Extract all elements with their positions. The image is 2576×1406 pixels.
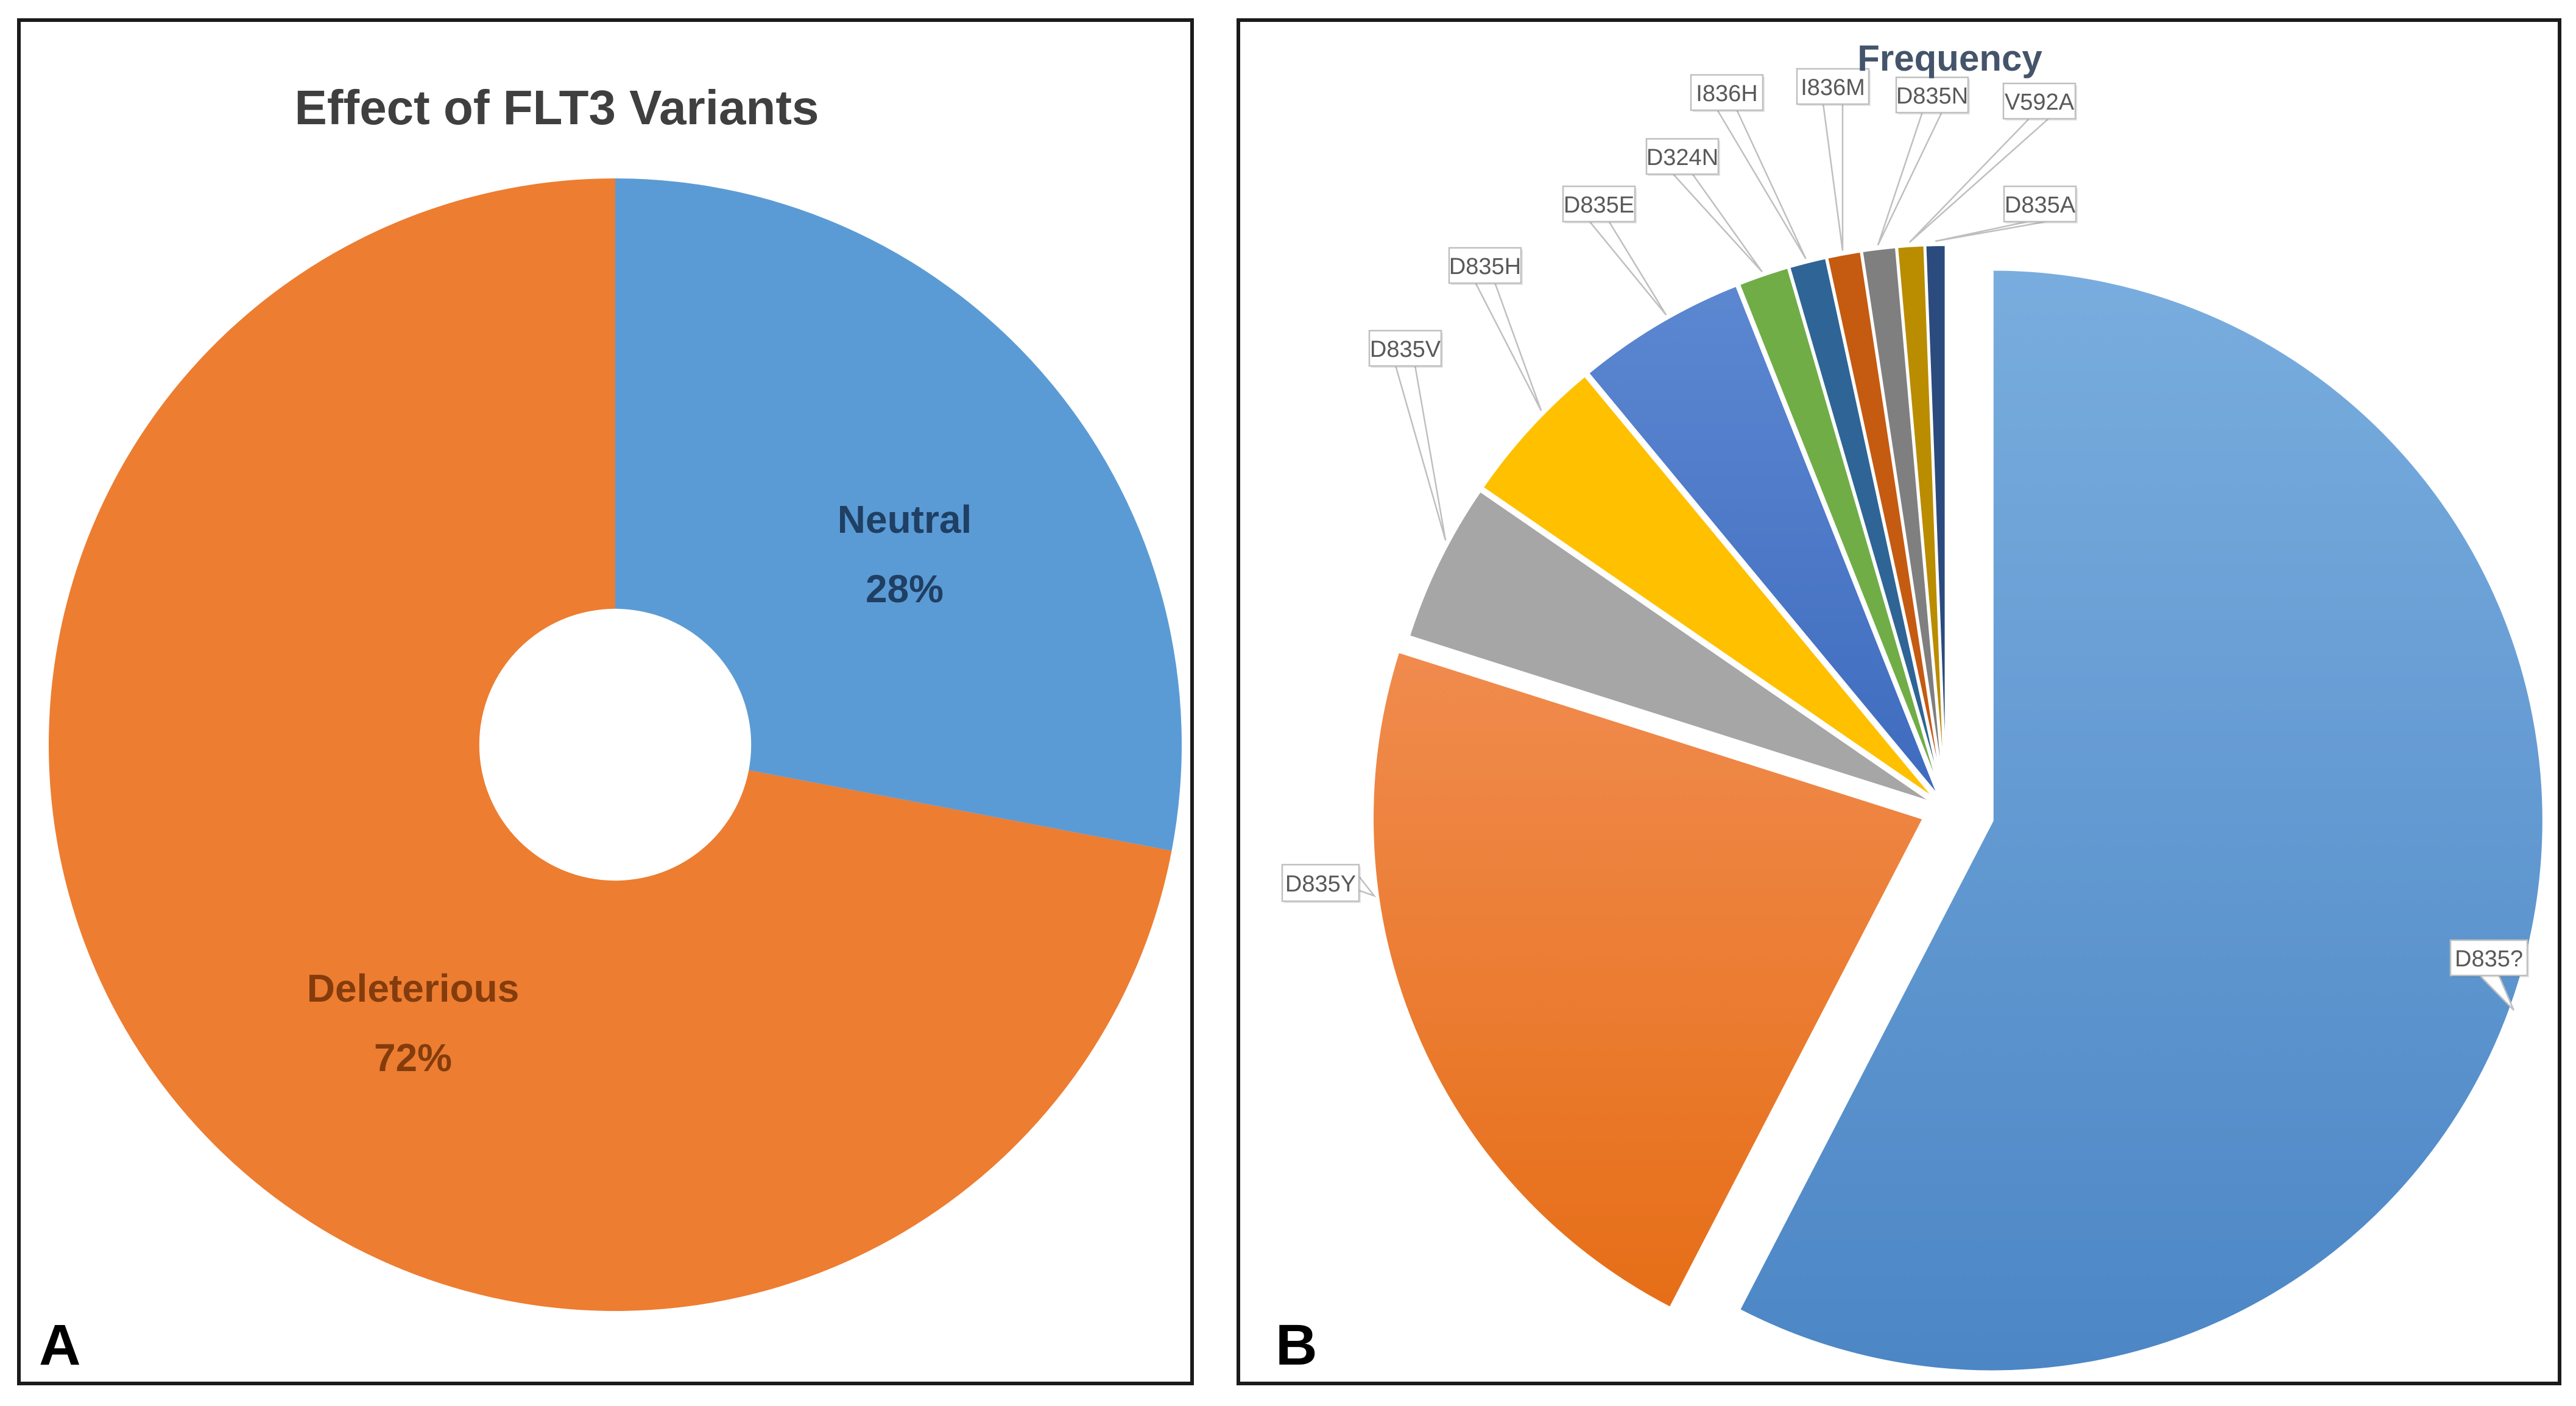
callout-box-d835e	[1562, 185, 1636, 223]
callout-leader-d324n	[1671, 172, 1763, 273]
callout-box-d835n	[1895, 76, 1969, 114]
deleterious-label: Deleterious	[307, 966, 520, 1010]
donut-slices	[49, 178, 1182, 1311]
panel-a-chart: Effect of FLT3 Variants Neutral 28% Dele…	[39, 80, 1182, 1377]
pie-slice-d835e	[1586, 284, 1941, 800]
callout-label-v592a: V592A	[2005, 90, 2075, 115]
callout-box-d835a	[2003, 185, 2077, 223]
callout-box-d835y	[1281, 863, 1360, 902]
panel-a-title: Effect of FLT3 Variants	[295, 80, 819, 135]
callout-leader-d835e	[1587, 220, 1667, 315]
callout-label-d835n: D835N	[1896, 83, 1968, 109]
callout-label-i836m: I836M	[1801, 75, 1865, 100]
pie-callouts: D835? D835Y D835V D835H D835E D324N I836H I836M…	[1281, 68, 2529, 1011]
neutral-label: Neutral	[838, 497, 972, 541]
callout-label-d835a: D835A	[2005, 192, 2076, 218]
pie-slice-d835y	[1371, 650, 1925, 1310]
callout-label-d835q: D835?	[2455, 946, 2523, 972]
neutral-pct-label: 28%	[866, 567, 944, 611]
pie-slices	[1371, 244, 2545, 1373]
panel-b: D835? D835Y D835V D835H D835E D324N I836H I836M…	[1237, 18, 2561, 1385]
panel-b-chart: D835? D835Y D835V D835H D835E D324N I836H I836M…	[1276, 38, 2545, 1377]
callout-label-d835e: D835E	[1564, 192, 1634, 218]
donut-hole	[479, 608, 752, 881]
callout-label-d835v: D835V	[1370, 337, 1441, 362]
donut-slice-neutral	[615, 178, 1182, 851]
callout-label-d835h: D835H	[1449, 254, 1521, 279]
pie-slice-d835v	[1407, 489, 1936, 805]
callout-leader-i836m	[1822, 102, 1844, 251]
callout-leader-d835h	[1473, 281, 1542, 412]
deleterious-pct-label: 72%	[374, 1036, 452, 1080]
callout-box-v592a	[2002, 82, 2077, 120]
callout-leader-d835n	[1877, 111, 1943, 246]
callout-label-d324n: D324N	[1646, 145, 1718, 170]
panel-letter-a: A	[39, 1313, 81, 1377]
pie-slice-d835h	[1481, 374, 1938, 802]
callout-box-d324n	[1645, 138, 1720, 175]
callout-leader-d835a	[1935, 220, 2050, 242]
callout-box-d835h	[1448, 247, 1522, 284]
callout-box-i836h	[1690, 74, 1764, 111]
callout-box-i836m	[1796, 68, 1870, 105]
callout-label-i836h: I836H	[1696, 81, 1757, 107]
panel-b-title: Frequency	[1857, 38, 2042, 79]
callout-leader-d835v	[1394, 364, 1447, 541]
panel-a: Effect of FLT3 Variants Neutral 28% Dele…	[17, 18, 1194, 1385]
panel-letter-b: B	[1276, 1313, 1318, 1377]
pie-slice-d835a	[1924, 244, 1947, 797]
callout-label-d835y: D835Y	[1285, 871, 1356, 897]
callout-box-d835q	[2449, 939, 2528, 977]
callout-box-d835v	[1368, 329, 1442, 367]
